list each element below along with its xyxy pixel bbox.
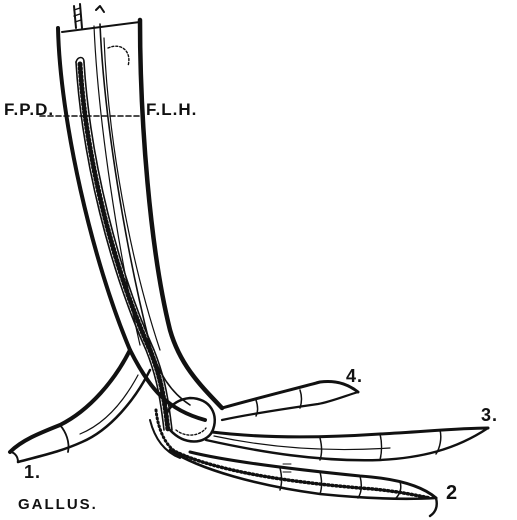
label-flh: F.L.H. <box>146 100 197 120</box>
label-digit-2: 2 <box>446 482 458 505</box>
toe-digit-4 <box>222 381 358 420</box>
figure-caption: GALLUS. <box>18 496 98 513</box>
label-digit-3: 3. <box>481 405 498 426</box>
toe-digit-3 <box>206 428 488 460</box>
label-digit-4: 4. <box>346 366 363 387</box>
label-fpd: F.P.D. <box>4 100 54 120</box>
label-digit-1: 1. <box>24 462 41 483</box>
hind-toe-digit-1 <box>10 350 150 462</box>
